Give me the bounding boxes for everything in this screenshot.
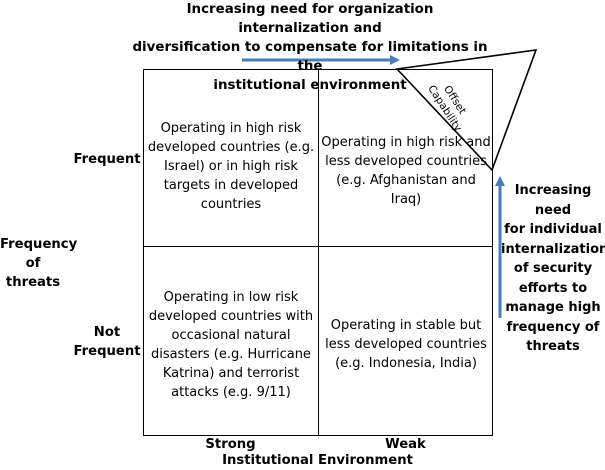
y-axis-title: Frequency of threats (0, 235, 78, 292)
cell-line: Katrina) and terrorist (162, 366, 300, 381)
col-label-weak: Weak (318, 436, 493, 454)
row-label-frequent: Frequent (72, 150, 142, 169)
cell-line: Operating in high risk and (321, 135, 491, 150)
cell-line: Operating in high risk (160, 121, 302, 136)
cell-frequent-strong: Operating in high risk developed countri… (144, 119, 318, 214)
cell-line: targets in developed (163, 178, 299, 193)
col-label-strong: Strong (143, 436, 318, 454)
cell-line: developed countries with (148, 309, 314, 324)
x-axis-title-text: Institutional Environment (222, 453, 413, 468)
right-arrow-caption-line: of security (513, 261, 593, 276)
cell-line: disasters (e.g. Hurricane (151, 347, 311, 362)
x-axis-title: Institutional Environment (143, 452, 492, 470)
right-arrow-caption-line: internalization (501, 241, 605, 257)
cell-line: developed countries (e.g. (147, 140, 315, 155)
cell-line: Operating in low risk (163, 290, 299, 305)
row-label-frequent-text: Frequent (73, 152, 141, 167)
top-arrow-caption: Increasing need for organization interna… (130, 0, 490, 95)
right-arrow-caption-line: threats (526, 339, 580, 354)
cell-line: attacks (e.g. 9/11) (171, 385, 291, 400)
cell-not-frequent-weak: Operating in stable but less developed c… (320, 316, 492, 373)
y-axis-title-line: Frequency (0, 237, 78, 252)
right-arrow-caption-line: efforts to (518, 280, 588, 296)
col-label-weak-text: Weak (385, 437, 426, 452)
top-arrow-caption-line: diversification to compensate for limita… (132, 40, 488, 74)
cell-frequent-weak: Operating in high risk and less develope… (320, 133, 492, 209)
row-label-not-frequent-line: Frequent (73, 344, 141, 359)
cell-line: less developed countries (325, 337, 487, 352)
cell-line: less developed countries (325, 154, 487, 169)
row-label-not-frequent-line: Not (93, 325, 121, 340)
offset-capability-triangle (395, 49, 538, 172)
cell-line: Operating in stable but (330, 318, 482, 333)
right-arrow-caption: Increasing need for individual internali… (501, 181, 605, 357)
cell-not-frequent-strong: Operating in low risk developed countrie… (144, 288, 318, 402)
cell-line: (e.g. Afghanistan and Iraq) (336, 173, 476, 207)
cell-line: occasional natural (171, 328, 291, 343)
cell-line: countries (200, 197, 262, 212)
right-arrow-caption-line: Increasing need (514, 183, 592, 218)
y-axis-title-line: of threats (5, 256, 61, 290)
top-arrow-caption-line: institutional environment (213, 78, 407, 93)
col-label-strong-text: Strong (205, 437, 256, 452)
row-label-not-frequent: Not Frequent (72, 323, 142, 361)
top-arrow-caption-line: Increasing need for organization interna… (186, 2, 434, 36)
cell-line: (e.g. Indonesia, India) (335, 356, 477, 371)
right-arrow-caption-line: manage high (505, 300, 601, 315)
right-arrow-caption-line: for individual (504, 222, 602, 237)
cell-line: Israel) or in high risk (164, 159, 298, 174)
right-arrow-caption-line: frequency of (506, 319, 600, 335)
